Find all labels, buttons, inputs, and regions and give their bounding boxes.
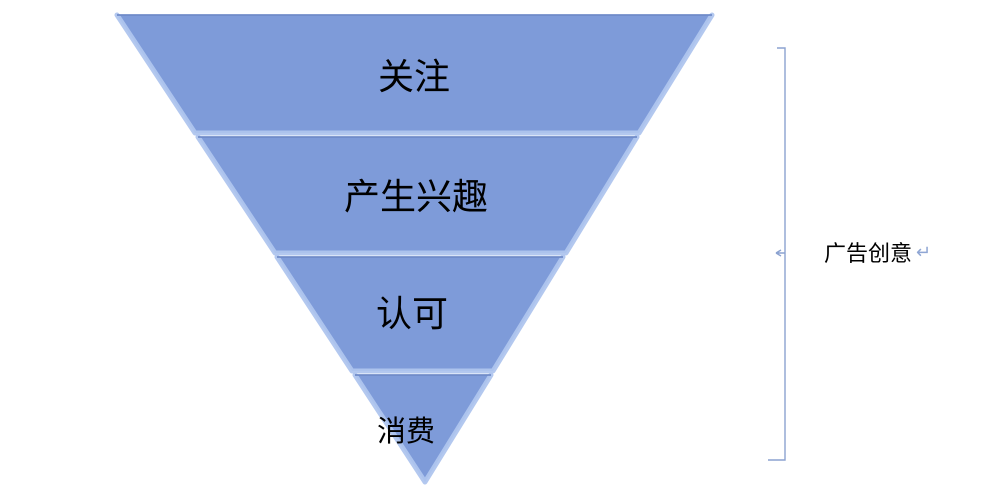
funnel-level-3-bevel-highlight	[274, 254, 566, 374]
funnel-level-3-shape	[277, 257, 563, 371]
funnel-level-2-label: 产生兴趣	[344, 176, 488, 217]
bracket-arrow-icon	[775, 249, 785, 257]
funnel-level-2: 产生兴趣	[195, 134, 640, 256]
funnel-level-3: 认可	[274, 254, 566, 374]
funnel-level-1-bevel-highlight	[114, 12, 715, 136]
funnel-level-4-shape	[355, 375, 491, 482]
funnel-level-2-bevel-highlight	[195, 134, 640, 256]
bracket	[768, 47, 786, 461]
funnel-level-4-label: 消费	[377, 415, 435, 448]
funnel-level-4: 消费	[352, 372, 494, 485]
return-mark-icon: ↵	[916, 242, 931, 262]
funnel-level-1: 关注	[114, 12, 715, 136]
bracket-line	[768, 47, 786, 461]
annotation: 广告创意 ↵	[824, 241, 931, 266]
funnel-level-1-shape	[117, 15, 712, 133]
funnel-level-1-label: 关注	[378, 56, 450, 97]
annotation-label: 广告创意	[824, 241, 912, 266]
funnel-level-4-bevel-highlight	[352, 372, 494, 485]
funnel-level-3-label: 认可	[376, 293, 448, 334]
funnel-level-2-shape	[198, 137, 637, 253]
